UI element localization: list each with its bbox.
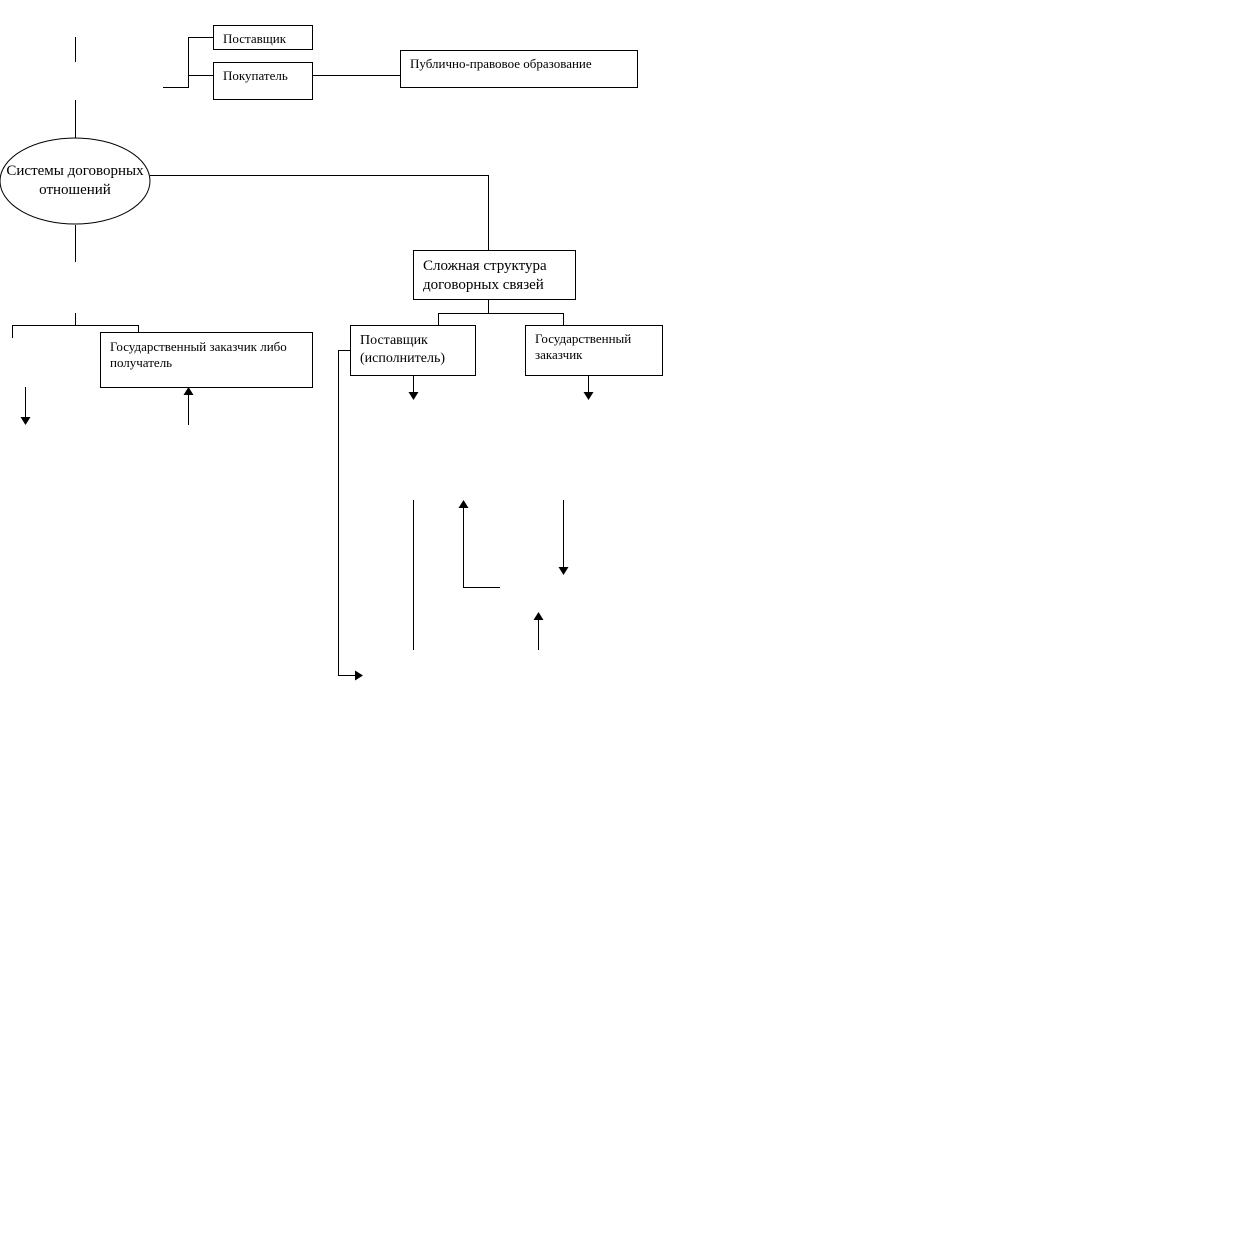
supplier-executor-box: Поставщик (исполнитель) [350, 325, 476, 376]
supplier-top-box: Поставщик [213, 25, 313, 50]
state-customer-box: Государственный заказчик [525, 325, 663, 376]
buyer-box: Покупатель [213, 62, 313, 100]
complex-structure-box: Сложная структура договорных связей [413, 250, 576, 300]
public-entity-box: Публично-правовое образование [400, 50, 638, 88]
state-customer-or-recipient-box: Государственный заказчик либо получатель [100, 332, 313, 388]
root-ellipse [0, 137, 151, 225]
root-node-label: Системы договорных отношений [6, 163, 144, 198]
